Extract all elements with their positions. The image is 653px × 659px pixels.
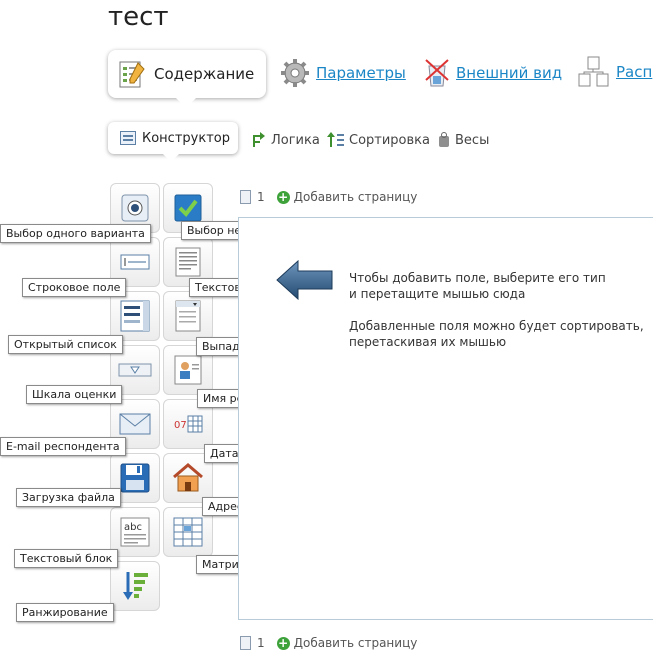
- floppy-disk-icon: [120, 463, 150, 493]
- tooltip-file-upload: Загрузка файла: [16, 488, 121, 507]
- active-tab-pointer: [176, 98, 196, 108]
- subtab-weights-label: Весы: [455, 132, 490, 148]
- distribution-icon: [578, 56, 609, 87]
- tab-distribution[interactable]: Расп: [578, 56, 652, 88]
- tool-text-field[interactable]: [163, 237, 213, 287]
- textarea-icon: [175, 247, 201, 277]
- paint-icon: [425, 59, 449, 87]
- tool-date[interactable]: 07: [163, 399, 213, 449]
- hint-drag: Чтобы добавить поле, выберите его тип и …: [349, 270, 606, 302]
- calendar-icon: 07: [174, 415, 203, 433]
- checkbox-icon: [174, 194, 202, 222]
- active-subtab-pointer: [163, 154, 179, 162]
- contact-card-icon: [174, 355, 202, 385]
- house-icon: [173, 463, 203, 492]
- add-icon: +: [276, 635, 290, 650]
- subtab-constructor[interactable]: Конструктор: [108, 122, 238, 154]
- hint-drag-line1: Чтобы добавить поле, выберите его тип: [349, 271, 606, 285]
- tooltip-text-block: Текстовый блок: [14, 549, 119, 568]
- subtab-logic[interactable]: Логика: [251, 132, 320, 148]
- tooltip-single-choice: Выбор одного варианта: [0, 224, 151, 243]
- add-page-link[interactable]: Добавить страницу: [293, 190, 418, 204]
- hint-sort-line2: перетаскивая их мышью: [349, 335, 507, 349]
- hint-drag-line2: и перетащите мышью сюда: [349, 287, 526, 301]
- envelope-icon: [119, 413, 151, 435]
- tab-content-label: Содержание: [154, 65, 255, 83]
- abc-text: abc: [124, 522, 142, 533]
- text-input-icon: [120, 254, 150, 270]
- arrow-left-icon: [276, 260, 333, 300]
- tooltip-email: E-mail респондента: [0, 437, 126, 456]
- content-edit-icon: [119, 61, 145, 88]
- weights-icon: [439, 132, 449, 147]
- add-page-link[interactable]: Добавить страницу: [293, 636, 418, 650]
- hint-sort: Добавленные поля можно будет сортировать…: [349, 318, 644, 350]
- tool-matrix[interactable]: [163, 507, 213, 557]
- matrix-grid-icon: [173, 517, 203, 547]
- tab-appearance-label: Внешний вид: [456, 64, 563, 82]
- tooltip-open-list: Открытый список: [8, 335, 123, 354]
- page-number[interactable]: 1: [257, 190, 265, 204]
- ranking-icon: [123, 572, 148, 600]
- subtab-sort[interactable]: Сортировка: [327, 132, 430, 148]
- page-number[interactable]: 1: [257, 636, 265, 650]
- page-title: тест: [108, 2, 169, 32]
- rating-scale-icon: [118, 363, 152, 377]
- tab-parameters[interactable]: Параметры: [280, 58, 406, 88]
- tooltip-ranking: Ранжирование: [16, 603, 114, 622]
- constructor-icon: [120, 131, 136, 145]
- tab-content[interactable]: Содержание: [108, 50, 266, 98]
- hint-sort-line1: Добавленные поля можно будет сортировать…: [349, 319, 644, 333]
- subtab-logic-label: Логика: [271, 132, 320, 148]
- tool-ranking[interactable]: [110, 561, 160, 611]
- tool-open-list[interactable]: [110, 291, 160, 341]
- page-icon: [240, 636, 251, 650]
- tooltip-date: Дата: [204, 444, 245, 463]
- tool-dropdown[interactable]: [163, 291, 213, 341]
- page-bar-top: 1 + Добавить страницу: [240, 190, 417, 204]
- tab-distribution-label: Расп: [616, 63, 653, 81]
- add-icon: +: [276, 189, 290, 204]
- tool-respondent-name[interactable]: [163, 345, 213, 395]
- gear-icon: [281, 59, 309, 87]
- subtab-weights[interactable]: Весы: [437, 132, 489, 148]
- logic-icon: [253, 132, 265, 147]
- listbox-icon: [120, 300, 150, 332]
- tab-appearance[interactable]: Внешний вид: [424, 58, 562, 88]
- subtab-constructor-label: Конструктор: [142, 130, 230, 146]
- page-icon: [240, 190, 251, 204]
- text-block-icon: abc: [120, 517, 150, 547]
- tool-text-block[interactable]: abc: [110, 507, 160, 557]
- dropdown-icon: [175, 300, 201, 332]
- tooltip-string-field: Строковое поле: [22, 278, 127, 297]
- page-bar-bottom: 1 + Добавить страницу: [240, 636, 417, 650]
- tooltip-address: Адрес: [202, 497, 249, 516]
- subtab-sort-label: Сортировка: [349, 132, 430, 148]
- tab-parameters-label: Параметры: [316, 64, 406, 82]
- tooltip-rating-scale: Шкала оценки: [26, 385, 123, 404]
- calendar-date-text: 07: [174, 420, 187, 431]
- sort-icon: [327, 132, 344, 147]
- radio-icon: [121, 194, 149, 222]
